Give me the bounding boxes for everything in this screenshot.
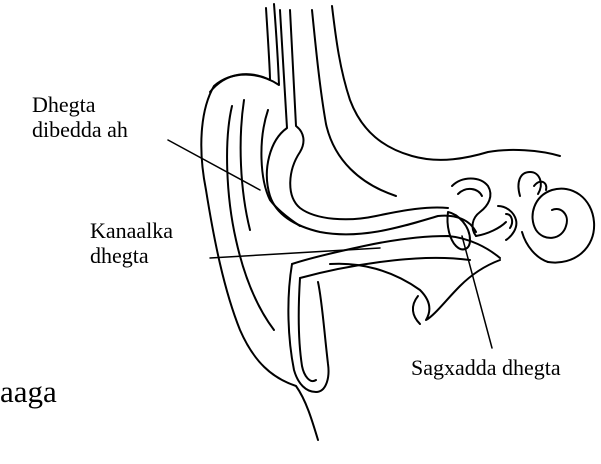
- label-cut-off-text: aaga: [0, 374, 57, 410]
- label-ear-canal-line-1: Kanaalka: [90, 218, 173, 243]
- cochlea-spiral: [518, 172, 594, 263]
- eardrum-leader-line: [462, 236, 492, 348]
- label-outer-ear-line-1: Dhegta: [32, 92, 128, 117]
- ossicles: [452, 179, 516, 241]
- eardrum-shape: [447, 212, 470, 249]
- label-eardrum: Sagxadda dhegta: [411, 355, 561, 380]
- label-outer-ear-line-2: dibedda ah: [32, 117, 128, 142]
- label-outer-ear: Dhegta dibedda ah: [32, 92, 128, 143]
- auricle-outline: [201, 4, 318, 440]
- label-ear-canal: Kanaalka dhegta: [90, 218, 173, 269]
- ear-canal-shape: [267, 10, 500, 392]
- outer-ear-leader-line: [168, 140, 260, 190]
- label-ear-canal-line-2: dhegta: [90, 243, 173, 268]
- ear-canal-leader-line: [210, 248, 380, 258]
- skull-outline: [312, 6, 560, 324]
